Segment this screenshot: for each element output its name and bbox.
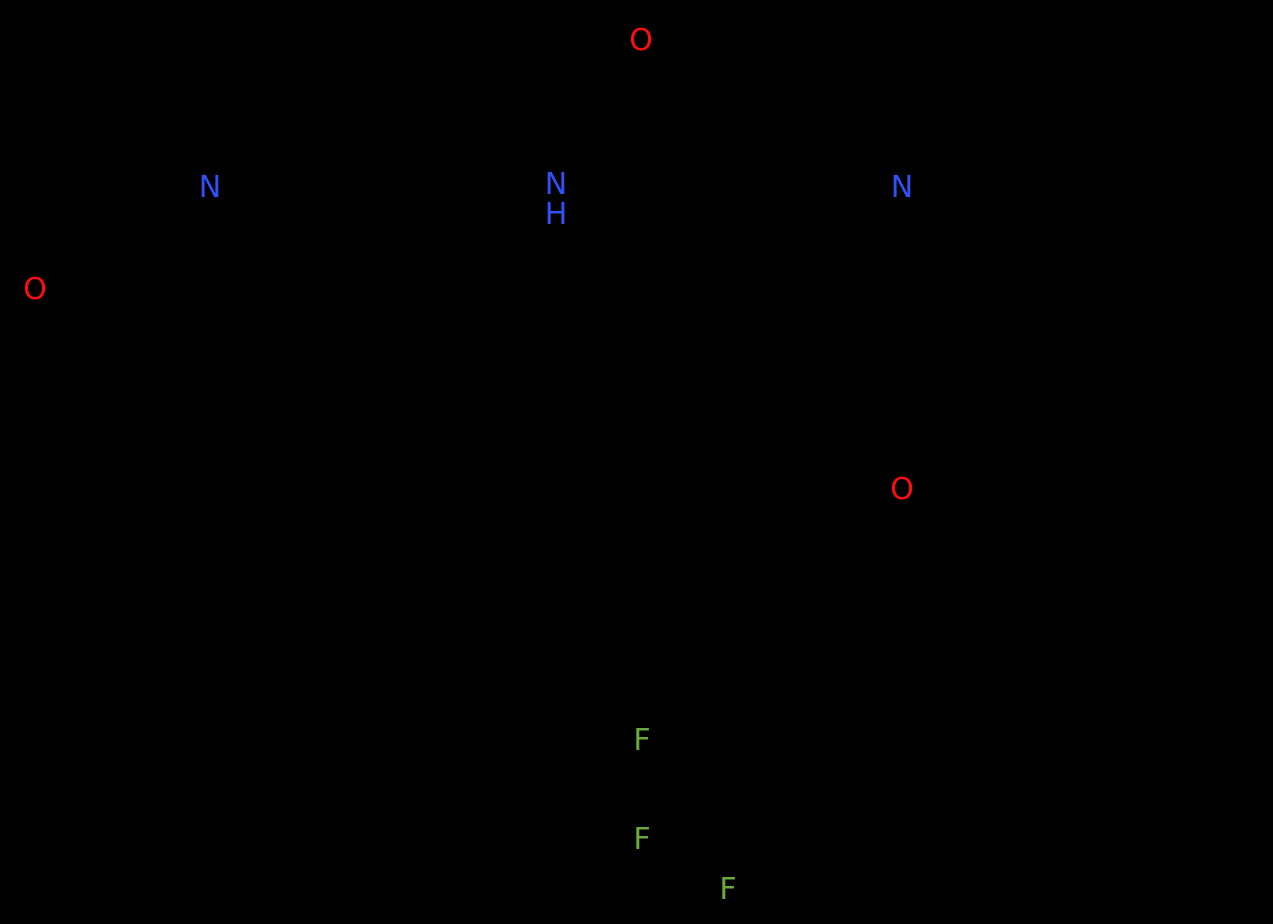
atom-n-amide-hydrogen: H [544, 197, 568, 232]
atom-f2: F [633, 822, 651, 857]
atom-o-morpholine: O [23, 272, 47, 307]
atom-n-amide: N H [545, 170, 568, 230]
atom-f1: F [633, 723, 651, 758]
atom-f3: F [719, 872, 737, 907]
atom-o-carbonyl: O [629, 23, 653, 58]
atom-n-amide-label: N [544, 167, 568, 202]
atom-o-ether: O [890, 472, 914, 507]
atom-n-ring-left: N [198, 170, 222, 205]
atom-n-pyridine: N [890, 170, 914, 205]
